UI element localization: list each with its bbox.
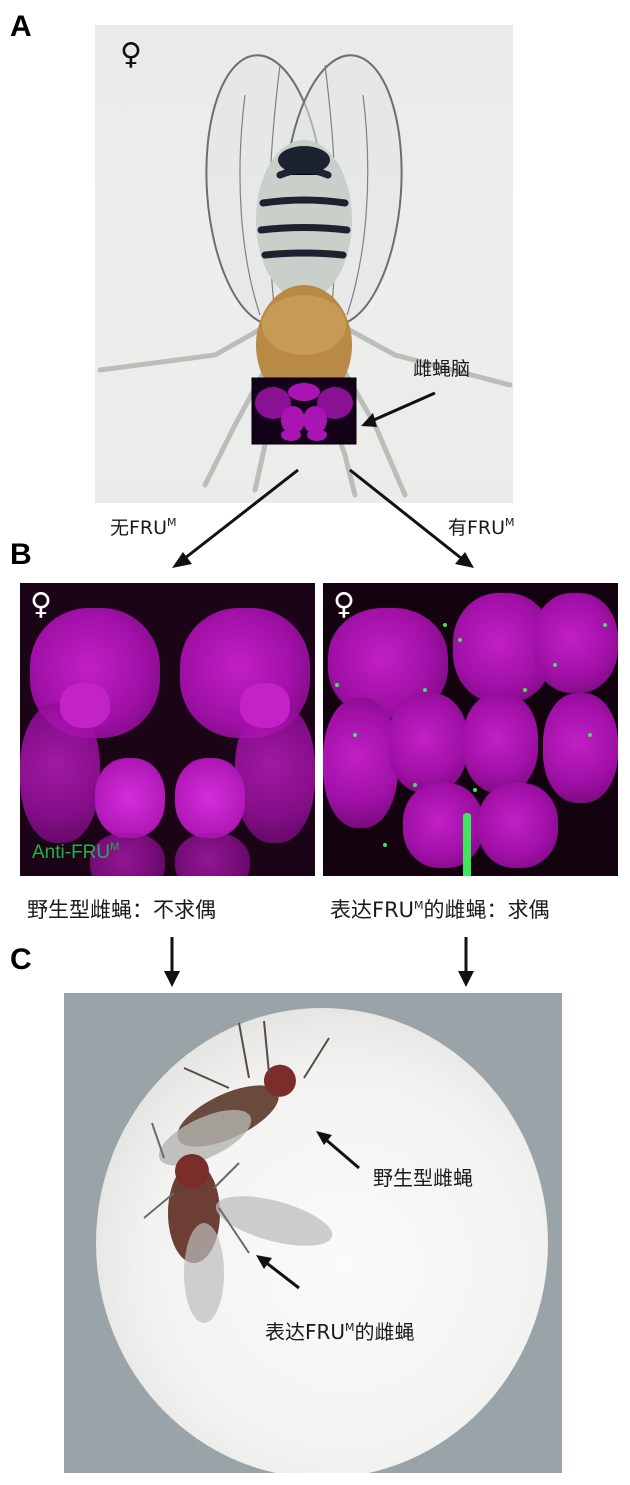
branch-label-with-frum: 有FRUM (448, 516, 515, 539)
caption-wildtype-female: 野生型雌蝇：不求偶 (27, 898, 216, 922)
female-symbol-right-brain: ♀ (333, 587, 355, 622)
female-symbol-panel-a: ♀ (120, 37, 142, 72)
brain-label: 雌蝇脑 (413, 358, 471, 380)
flies-illustration (143, 1020, 360, 1323)
panel-letter-b: B (10, 538, 32, 571)
down-arrows (164, 937, 474, 987)
brain-image-frum-expressing (323, 583, 618, 876)
arrow-right-icon (455, 552, 474, 568)
panel-letter-a: A (10, 10, 32, 43)
arrow-down-right-icon (458, 971, 474, 987)
arrow-left-icon (172, 552, 192, 568)
brain-image-wildtype (20, 583, 315, 876)
fly-photo-panel-a (95, 25, 513, 503)
branch-label-without-frum: 无FRUM (110, 516, 177, 539)
courtship-dish-photo (64, 993, 562, 1473)
female-fly-illustration (97, 54, 513, 498)
label-frum-expressing-fly: 表达FRUM的雌蝇 (265, 1320, 415, 1344)
caption-frum-female: 表达FRUM的雌蝇：求偶 (330, 898, 550, 922)
label-wildtype-fly: 野生型雌蝇 (373, 1166, 473, 1190)
female-symbol-left-brain: ♀ (30, 587, 52, 622)
panel-letter-c: C (10, 943, 32, 976)
arrow-down-left-icon (164, 971, 180, 987)
stain-label-anti-frum: Anti-FRUM (32, 841, 120, 863)
branch-arrows (172, 468, 474, 568)
